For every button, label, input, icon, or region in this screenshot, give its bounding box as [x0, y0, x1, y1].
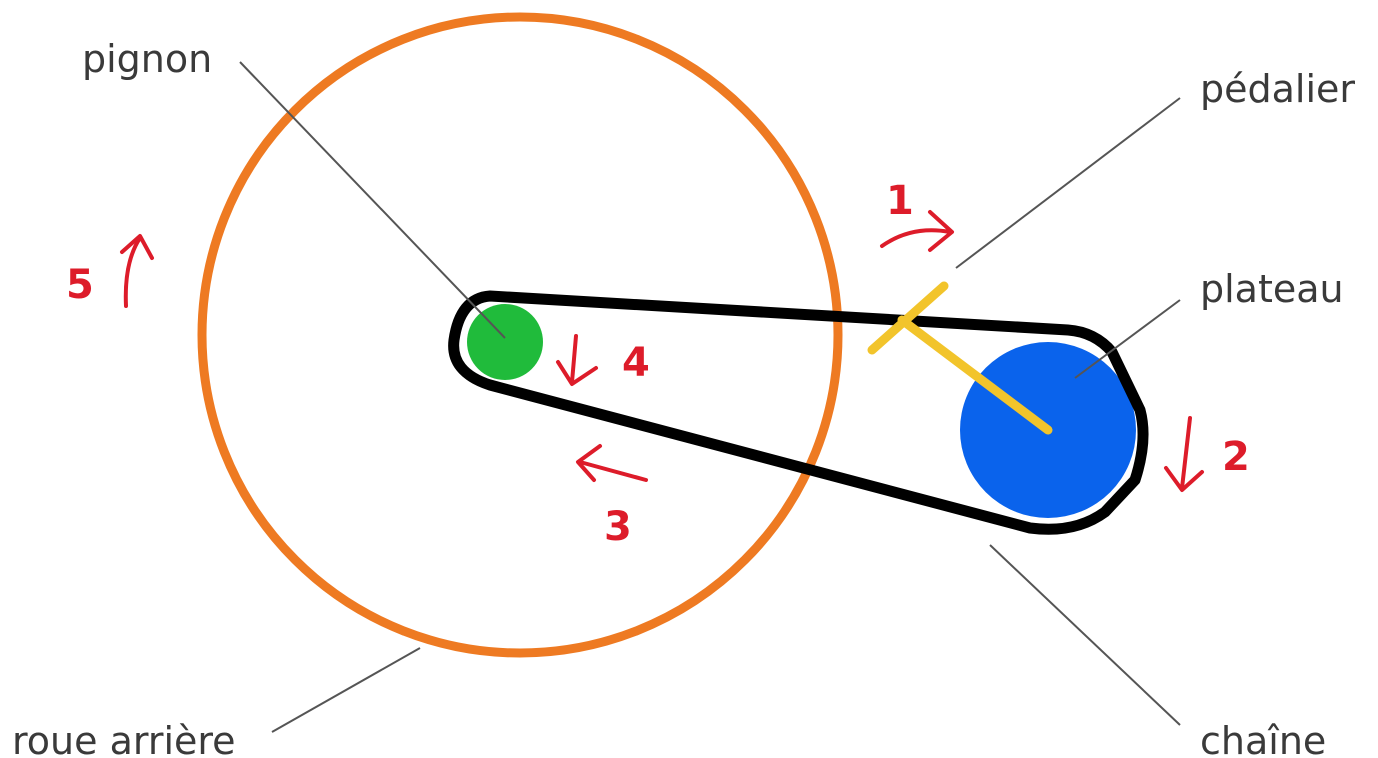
label-plateau: plateau	[1200, 267, 1344, 311]
label-pignon: pignon	[82, 37, 212, 81]
step-3-arrow-icon	[576, 444, 648, 482]
step-numbers: 1 2 3 4 5	[66, 178, 1250, 550]
label-roue-arriere: roue arrière	[12, 719, 236, 758]
step-2-number: 2	[1222, 434, 1250, 480]
rear-wheel	[197, 12, 843, 658]
leader-line-roue-arriere	[271, 647, 421, 733]
leader-line-pignon	[239, 61, 506, 339]
label-pedalier: pédalier	[1200, 67, 1355, 111]
leader-line-chaine	[989, 544, 1181, 726]
step-5-number: 5	[66, 262, 94, 308]
step-2-arrow-icon	[1164, 416, 1204, 492]
crank-arm	[897, 315, 1053, 435]
step-1-arrow-icon	[880, 210, 954, 252]
leader-lines	[239, 61, 1181, 733]
crank	[867, 281, 1053, 435]
step-4-number: 4	[622, 340, 650, 386]
part-labels: pignon pédalier plateau chaîne roue arri…	[12, 37, 1355, 758]
leader-line-pedalier	[955, 97, 1181, 269]
leader-line-plateau	[1074, 299, 1181, 379]
crank-pedal	[867, 281, 949, 355]
step-1-number: 1	[886, 178, 914, 224]
step-arrows	[120, 210, 1204, 492]
step-3-number: 3	[604, 504, 632, 550]
step-5-arrow-icon	[120, 234, 154, 308]
pinion	[467, 304, 543, 380]
label-chaine: chaîne	[1200, 719, 1326, 758]
step-4-arrow-icon	[556, 334, 598, 386]
